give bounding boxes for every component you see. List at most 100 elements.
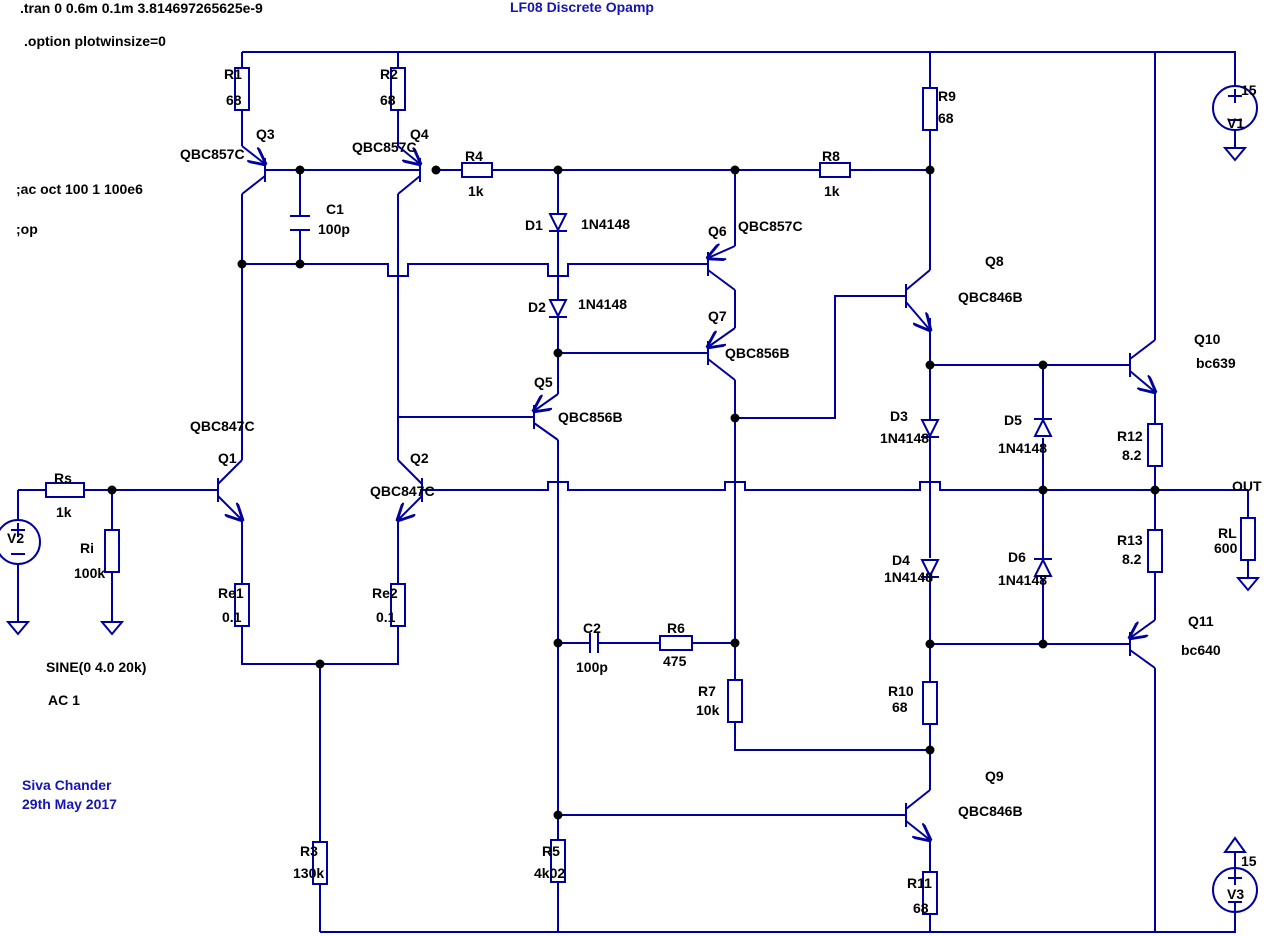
resistor-r1[interactable] bbox=[234, 67, 250, 111]
resistor-r6[interactable] bbox=[659, 635, 693, 651]
q10-label: Q10 bbox=[1194, 331, 1221, 347]
q8-model: QBC846B bbox=[958, 289, 1023, 305]
r2-value: 68 bbox=[380, 92, 396, 108]
source-v3[interactable] bbox=[1212, 867, 1258, 913]
resistor-r4[interactable] bbox=[461, 162, 493, 178]
r3-value: 130k bbox=[293, 865, 324, 881]
r4-label: R4 bbox=[465, 148, 483, 164]
d5-label: D5 bbox=[1004, 412, 1022, 428]
re1-label: Re1 bbox=[218, 585, 244, 601]
ground-icon bbox=[1235, 577, 1261, 592]
q2-label: Q2 bbox=[410, 450, 429, 466]
transistor-q6[interactable] bbox=[708, 246, 736, 291]
r6-label: R6 bbox=[667, 620, 685, 636]
resistor-r10[interactable] bbox=[922, 681, 938, 725]
r2-label: R2 bbox=[380, 66, 398, 82]
q11-model: bc640 bbox=[1181, 642, 1221, 658]
resistor-re1[interactable] bbox=[234, 583, 250, 627]
transistor-q3[interactable] bbox=[241, 145, 265, 195]
re1-value: 0.1 bbox=[222, 609, 242, 625]
transistor-q5[interactable] bbox=[534, 393, 559, 441]
resistor-rs[interactable] bbox=[45, 482, 85, 498]
resistor-r5[interactable] bbox=[550, 839, 566, 883]
d5-value: 1N4148 bbox=[998, 440, 1047, 456]
rl-value: 600 bbox=[1214, 540, 1238, 556]
transistor-q8[interactable] bbox=[905, 269, 930, 330]
q2-model: QBC847C bbox=[370, 483, 435, 499]
r13-value: 8.2 bbox=[1122, 551, 1142, 567]
resistor-r13[interactable] bbox=[1147, 529, 1163, 573]
r10-value: 68 bbox=[892, 699, 908, 715]
resistor-r9[interactable] bbox=[922, 87, 938, 131]
transistor-q7[interactable] bbox=[708, 327, 736, 381]
r9-value: 68 bbox=[938, 110, 954, 126]
q3-label: Q3 bbox=[256, 126, 275, 142]
ground-icon bbox=[1222, 147, 1248, 162]
transistor-q11[interactable] bbox=[1130, 619, 1156, 669]
v3-label: V3 bbox=[1227, 886, 1244, 902]
q7-label: Q7 bbox=[708, 308, 727, 324]
c1-value: 100p bbox=[318, 221, 350, 237]
transistor-q9[interactable] bbox=[905, 789, 930, 840]
wires bbox=[17, 51, 1249, 933]
r12-label: R12 bbox=[1117, 428, 1143, 444]
ground-icon bbox=[5, 621, 31, 636]
diode-d4[interactable] bbox=[920, 559, 940, 579]
c2-value: 100p bbox=[576, 659, 608, 675]
resistor-re2[interactable] bbox=[390, 583, 406, 627]
r5-value: 4k02 bbox=[534, 865, 565, 881]
source-v2[interactable] bbox=[0, 519, 41, 565]
q1-label: Q1 bbox=[218, 450, 237, 466]
diode-d3[interactable] bbox=[920, 419, 940, 439]
transistors bbox=[217, 145, 1156, 840]
transistor-q4[interactable] bbox=[397, 145, 420, 195]
c2-label: C2 bbox=[583, 620, 601, 636]
q9-label: Q9 bbox=[985, 768, 1004, 784]
r10-label: R10 bbox=[888, 683, 914, 699]
resistor-rl[interactable] bbox=[1240, 517, 1256, 561]
resistor-r2[interactable] bbox=[390, 67, 406, 111]
d4-value: 1N4148 bbox=[884, 569, 933, 585]
transistor-q1[interactable] bbox=[217, 459, 242, 520]
d3-label: D3 bbox=[890, 408, 908, 424]
diode-d2[interactable] bbox=[548, 299, 568, 319]
q8-label: Q8 bbox=[985, 253, 1004, 269]
diode-d6[interactable] bbox=[1033, 557, 1053, 577]
v1-label: V1 bbox=[1227, 115, 1244, 131]
v1-value: 15 bbox=[1241, 82, 1257, 98]
sources bbox=[0, 85, 1258, 913]
source-wave: SINE(0 4.0 20k) bbox=[46, 659, 146, 675]
date: 29th May 2017 bbox=[22, 796, 117, 812]
transistor-q2[interactable] bbox=[398, 459, 423, 520]
r6-value: 475 bbox=[663, 653, 687, 669]
rs-value: 1k bbox=[56, 504, 72, 520]
resistor-r12[interactable] bbox=[1147, 423, 1163, 467]
r12-value: 8.2 bbox=[1122, 447, 1142, 463]
ac-directive: ;ac oct 100 1 100e6 bbox=[16, 181, 143, 197]
ground-symbols bbox=[5, 147, 1261, 853]
resistor-r3[interactable] bbox=[312, 841, 328, 885]
v2-label: V2 bbox=[7, 530, 24, 546]
source-v1[interactable] bbox=[1212, 85, 1258, 131]
transistor-q10[interactable] bbox=[1129, 339, 1155, 392]
source-ac: AC 1 bbox=[48, 692, 80, 708]
diodes bbox=[548, 213, 1053, 579]
q4-model: QBC857C bbox=[352, 139, 417, 155]
ri-label: Ri bbox=[80, 540, 94, 556]
resistor-r11[interactable] bbox=[922, 871, 938, 915]
diode-d5[interactable] bbox=[1033, 417, 1053, 437]
capacitor-c1[interactable] bbox=[290, 215, 310, 231]
resistor-r8[interactable] bbox=[819, 162, 851, 178]
resistor-ri[interactable] bbox=[104, 529, 120, 573]
c1-label: C1 bbox=[326, 201, 344, 217]
r11-label: R11 bbox=[907, 875, 932, 891]
op-directive: ;op bbox=[16, 221, 38, 237]
diode-d1[interactable] bbox=[548, 213, 568, 233]
r5-label: R5 bbox=[542, 843, 560, 859]
d6-label: D6 bbox=[1008, 549, 1026, 565]
resistor-r7[interactable] bbox=[727, 679, 743, 723]
q7-model: QBC856B bbox=[725, 345, 790, 361]
tran-directive: .tran 0 0.6m 0.1m 3.814697265625e-9 bbox=[20, 0, 263, 16]
q5-label: Q5 bbox=[534, 374, 553, 390]
capacitor-c2[interactable] bbox=[589, 633, 599, 653]
